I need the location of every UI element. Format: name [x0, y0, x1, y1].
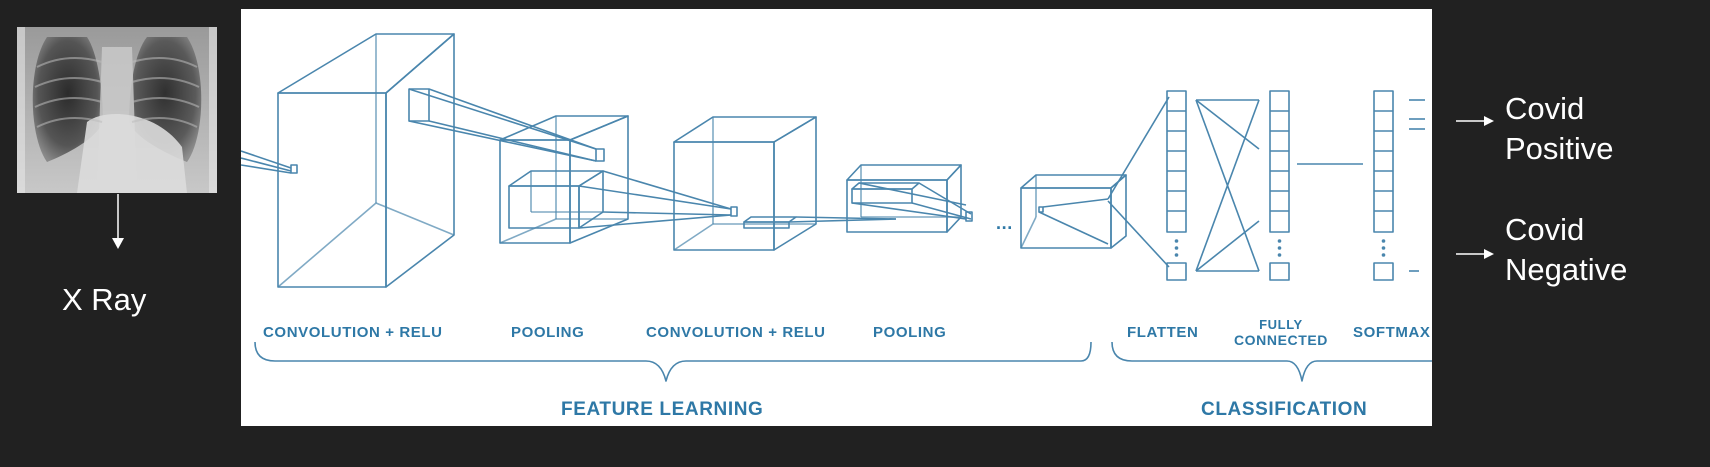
ellipsis-text: ...: [996, 213, 1013, 233]
pool1-field: [578, 170, 738, 229]
conv2-volume: [673, 116, 897, 251]
output-positive-line2: Positive: [1505, 131, 1614, 166]
fully-connected-edges: [1195, 99, 1260, 272]
label-fully: FULLY: [1259, 317, 1303, 332]
output-negative-line2: Negative: [1505, 252, 1628, 287]
projection-line: [241, 157, 292, 172]
kernel-square: [290, 164, 298, 174]
projection-line: [241, 150, 292, 169]
label-conv1: CONVOLUTION + RELU: [263, 324, 443, 341]
group-classification: CLASSIFICATION: [1201, 399, 1367, 420]
feature-learning-brace: [254, 341, 1092, 382]
conv1-field: [408, 88, 605, 162]
label-softmax: SOFTMAX: [1353, 324, 1431, 341]
label-pool2: POOLING: [873, 324, 946, 341]
output-positive-line1: Covid: [1505, 91, 1585, 126]
cnn-diagram: ... CONVOLUTION + RELU POOLING CONVOLUTI…: [241, 9, 1432, 426]
fully-connected-column: [1269, 90, 1290, 281]
output-negative-line1: Covid: [1505, 212, 1585, 247]
classification-brace: [1111, 341, 1432, 382]
pool1-volume: [499, 115, 629, 244]
ellipsis-dots: [1174, 239, 1386, 257]
flatten-column: [1166, 90, 1187, 281]
label-flatten: FLATTEN: [1127, 324, 1198, 341]
conv1-volume: [277, 33, 455, 288]
group-feature-learning: FEATURE LEARNING: [561, 399, 763, 420]
projection-line: [241, 164, 292, 174]
label-conv2: CONVOLUTION + RELU: [646, 324, 826, 341]
feature-volume-final: [1020, 96, 1170, 268]
xray-label: X Ray: [62, 282, 147, 317]
softmax-column: [1373, 90, 1425, 281]
pool2-volume: [846, 164, 973, 233]
label-connected: CONNECTED: [1234, 332, 1328, 348]
chest-xray-image: [17, 27, 217, 193]
label-pool1: POOLING: [511, 324, 584, 341]
